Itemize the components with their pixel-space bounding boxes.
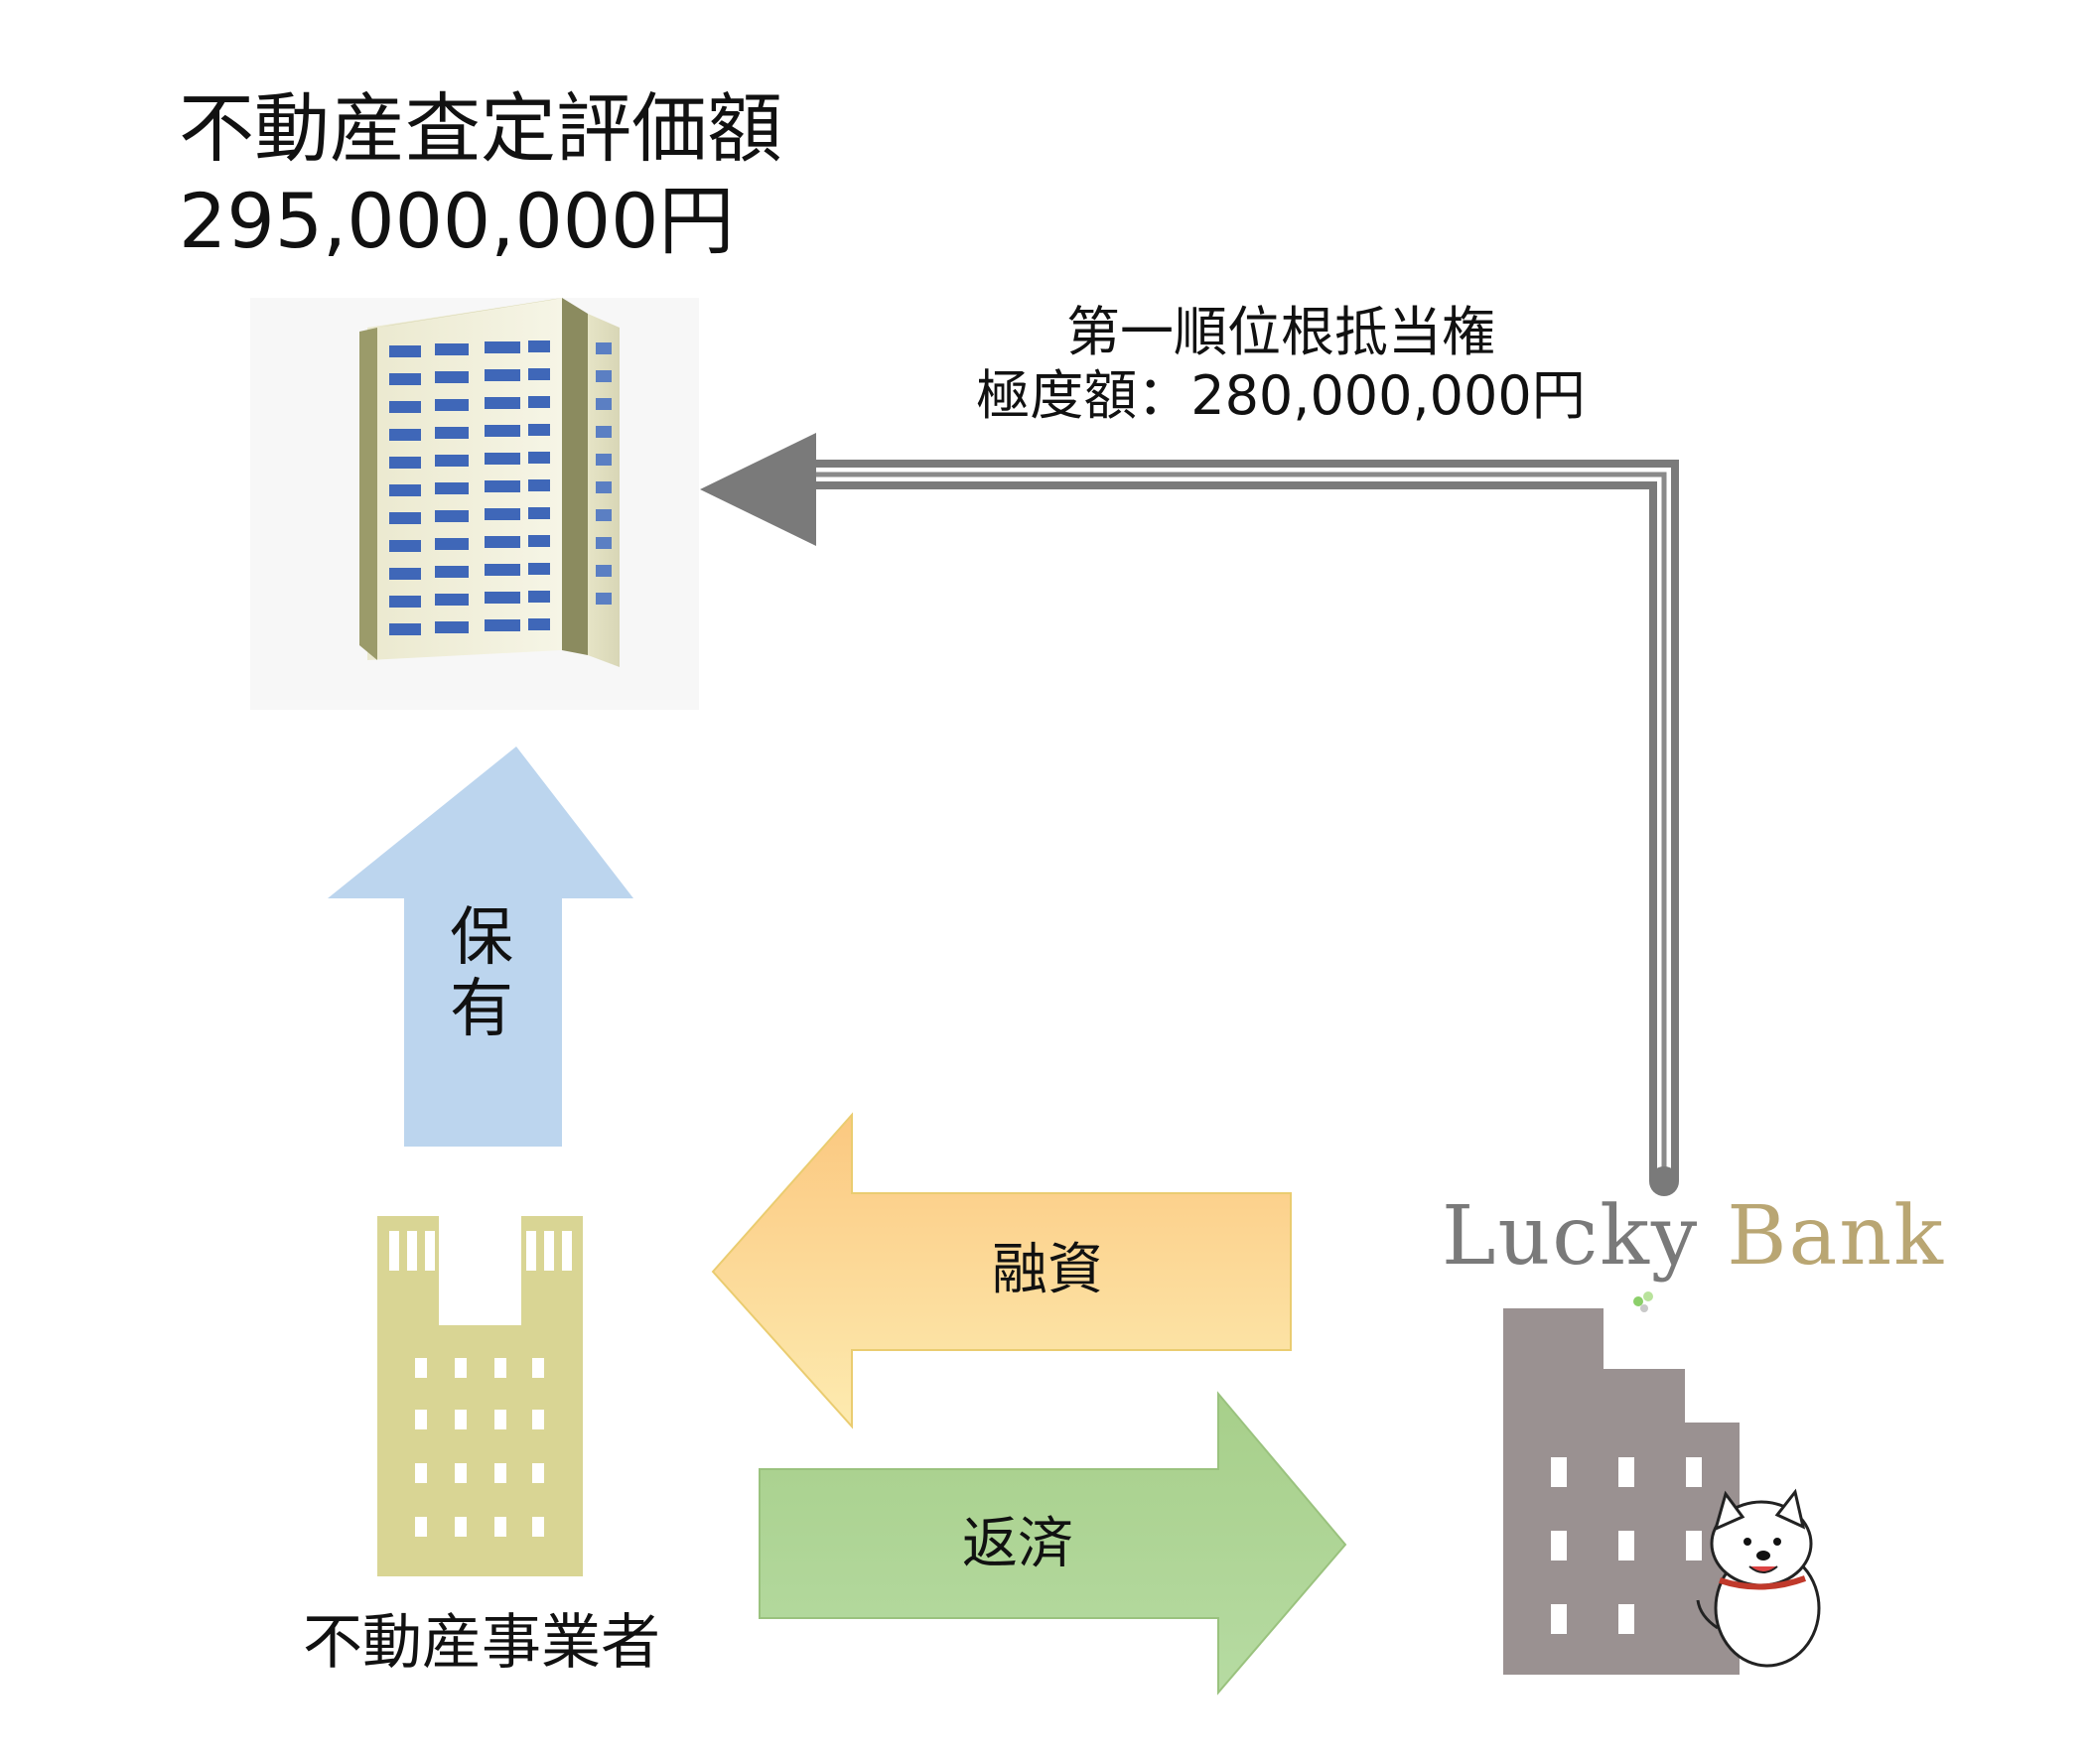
loan-arrow-label: 融資 (992, 1238, 1103, 1302)
owner-building-icon (377, 1216, 583, 1576)
loan-arrow (711, 1112, 1292, 1429)
tower-windows (389, 340, 612, 635)
bank-building-icon (1503, 1308, 1821, 1675)
appraisal-label: 不動産査定評価額 (179, 84, 782, 173)
owner-label: 不動産事業者 (303, 1608, 660, 1678)
property-tower-image (250, 298, 699, 710)
bank-logo-word1: Lucky (1442, 1189, 1700, 1284)
mortgage-limit: 極度額：280,000,000円 (976, 364, 1586, 427)
repay-arrow (759, 1391, 1347, 1696)
bank-logo: Lucky Bank (1442, 1196, 1943, 1278)
dog-mascot-icon (1696, 1488, 1821, 1668)
bank-logo-word2: Bank (1727, 1189, 1945, 1284)
hold-arrow-label: 保 有 (450, 901, 513, 1046)
logo-clover-icon (1633, 1291, 1653, 1312)
appraisal-amount: 295,000,000円 (179, 177, 735, 265)
repay-arrow-label: 返済 (962, 1512, 1073, 1576)
mortgage-label: 第一順位根抵当権 (1066, 301, 1495, 363)
hold-arrow (328, 746, 633, 1147)
mortgage-arrow (700, 433, 1679, 1196)
